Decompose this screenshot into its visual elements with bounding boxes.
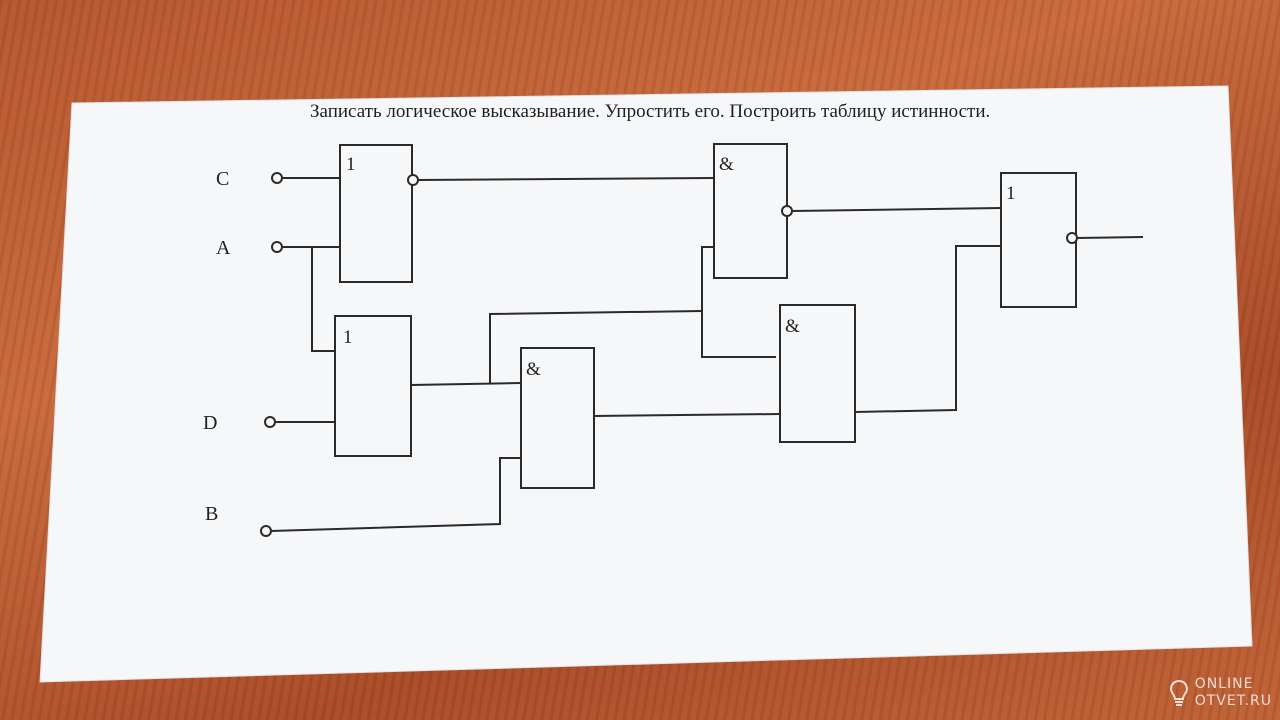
terminal-d [264, 416, 276, 428]
watermark-line-1: ONLINE [1194, 676, 1254, 692]
wire-a-branch-to-g2 [311, 247, 335, 352]
wire-g5-to-g6 [854, 245, 1001, 413]
wire-g1-to-g4 [417, 177, 715, 181]
lightbulb-icon [1169, 679, 1188, 706]
wire-g2-branch [489, 310, 703, 383]
terminal-a [271, 241, 283, 253]
task-title: Записать логическое высказывание. Упрост… [310, 101, 990, 122]
input-label-d: D [203, 412, 217, 434]
wire-output [1076, 236, 1144, 239]
gate-or-2 [334, 315, 412, 457]
gate-symbol-3: & [526, 359, 541, 380]
gate-and-5 [779, 304, 856, 443]
gate-symbol-2: 1 [343, 327, 353, 348]
wire-b-to-g3 [270, 457, 521, 532]
input-label-a: A [216, 237, 231, 259]
paper-sheet [39, 85, 1253, 683]
gate-and-3 [520, 347, 595, 489]
input-label-c: C [216, 168, 229, 190]
wire-g4-to-g6 [791, 207, 1002, 212]
inverter-bubble-4 [781, 205, 793, 217]
wire-g2-to-g3 [410, 382, 522, 386]
watermark: ONLINE OTVET.RU [1169, 676, 1272, 710]
wire-branch-to-g5 [701, 311, 776, 358]
gate-symbol-4: & [719, 154, 734, 175]
terminal-b [260, 525, 272, 537]
terminal-c [271, 172, 283, 184]
gate-or-1 [339, 144, 413, 283]
gate-symbol-6: 1 [1006, 183, 1016, 204]
watermark-line-2: OTVET.RU [1194, 693, 1272, 709]
wire-g3-to-g5 [593, 413, 781, 417]
inverter-bubble-1 [407, 174, 419, 186]
wire-branch-to-g4 [701, 246, 714, 311]
input-label-b: B [205, 503, 218, 525]
gate-symbol-1: 1 [346, 154, 356, 175]
gate-symbol-5: & [785, 316, 800, 337]
inverter-bubble-6 [1066, 232, 1078, 244]
